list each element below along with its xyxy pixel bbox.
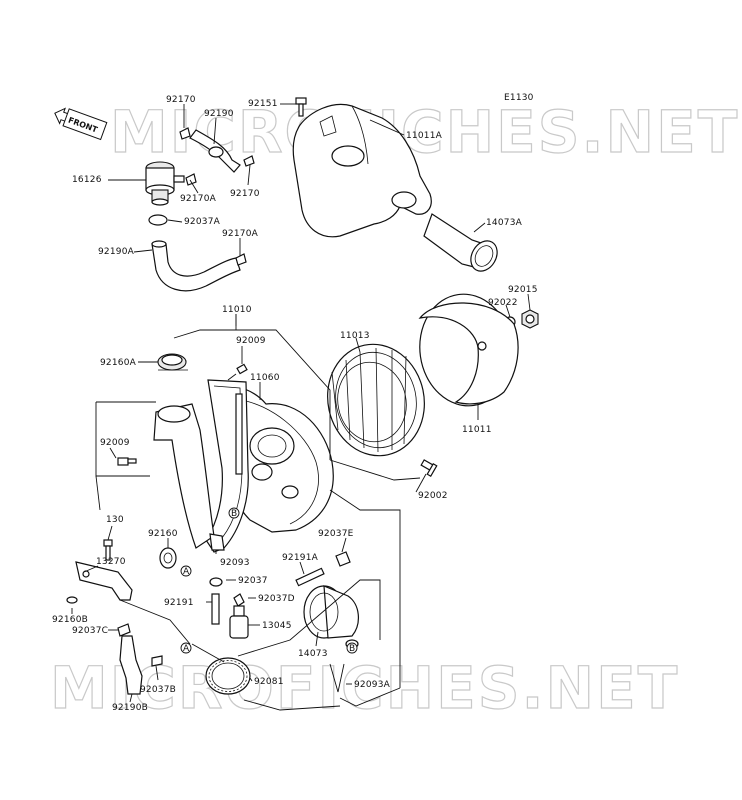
nut-92015	[521, 309, 539, 329]
clamp-92037b	[151, 655, 163, 667]
label-92022: 92022	[488, 298, 518, 308]
label-11013: 11013	[340, 331, 370, 341]
label-92160b: 92160B	[52, 615, 88, 625]
label-92191a: 92191A	[282, 553, 319, 563]
bottle-13045	[229, 605, 249, 639]
bracket-13270	[75, 561, 133, 601]
label-16126: 16126	[72, 175, 102, 185]
callout-a-1: A	[180, 565, 192, 577]
label-14073: 14073	[298, 649, 328, 659]
clamp-92170-mid	[243, 155, 255, 167]
svg-text:B: B	[231, 509, 237, 519]
label-92037c: 92037C	[72, 626, 108, 636]
clamp-92037c	[117, 623, 131, 637]
front-arrow-icon: FRONT	[54, 107, 108, 141]
label-92037e: 92037E	[318, 529, 354, 539]
label-92190a: 92190A	[98, 247, 135, 257]
label-11011: 11011	[462, 425, 492, 435]
label-92191: 92191	[164, 598, 194, 608]
clamp-92170a-1	[185, 173, 197, 186]
label-92170a-2: 92170A	[222, 229, 259, 239]
callout-b-2: B	[346, 642, 358, 654]
clamp-92037e	[335, 551, 351, 567]
cover-11011	[418, 293, 519, 407]
grommet-92160b	[66, 596, 78, 604]
tube-92191	[211, 593, 220, 625]
label-92009-left: 92009	[100, 438, 130, 448]
label-92170-mid: 92170	[230, 189, 260, 199]
bolt-92009-top	[227, 363, 248, 381]
label-92160: 92160	[148, 529, 178, 539]
clamp-92170a-2	[235, 253, 247, 266]
label-13270: 13270	[96, 557, 126, 567]
housing-cover-11011a	[292, 103, 432, 238]
label-92009-top: 92009	[236, 336, 266, 346]
label-92015: 92015	[508, 285, 538, 295]
tube-92191a	[295, 567, 325, 587]
label-92081: 92081	[254, 677, 284, 687]
bolt-92002	[420, 459, 438, 478]
hose-92190b	[119, 635, 143, 695]
label-14073a: 14073A	[486, 218, 523, 228]
label-92037a: 92037A	[184, 217, 221, 227]
label-92093: 92093	[220, 558, 250, 568]
label-92093a: 92093A	[354, 680, 391, 690]
clamp-92037d	[233, 593, 245, 607]
bolt-92151	[295, 97, 307, 117]
label-92160a: 92160A	[100, 358, 137, 368]
label-130: 130	[106, 515, 124, 525]
label-92190b: 92190B	[112, 703, 148, 713]
intake-arm	[153, 353, 215, 549]
label-92037d: 92037D	[258, 594, 295, 604]
diagram-code: E1130	[504, 93, 534, 103]
label-92002: 92002	[418, 491, 448, 501]
label-11010: 11010	[222, 305, 252, 315]
callout-b-1: B	[228, 507, 240, 519]
label-92170a-1: 92170A	[180, 194, 217, 204]
label-11011a: 11011A	[406, 131, 443, 141]
clamp-92037a	[148, 214, 168, 226]
hose-92190a	[151, 240, 241, 292]
grommet-92160	[159, 547, 177, 569]
label-92037b: 92037B	[140, 685, 176, 695]
leader-lines	[71, 103, 531, 703]
callout-a-2: A	[180, 642, 192, 654]
label-92037: 92037	[238, 576, 268, 586]
bolt-92009-left	[117, 457, 137, 466]
hose-92190	[189, 129, 241, 173]
assembly-frame-lines	[95, 314, 421, 711]
clamp-92037	[209, 577, 223, 587]
svg-text:B: B	[349, 644, 355, 654]
svg-text:A: A	[183, 567, 190, 577]
svg-text:A: A	[183, 644, 190, 654]
duct-14073a	[423, 213, 498, 272]
label-92170-top: 92170	[166, 95, 196, 105]
duct-14073	[303, 585, 359, 639]
clamp-92093	[209, 533, 225, 551]
valve-16126	[145, 161, 185, 206]
label-13045: 13045	[262, 621, 292, 631]
ring-92081	[205, 657, 251, 695]
clip-92093a	[329, 663, 345, 693]
label-92151: 92151	[248, 99, 278, 109]
part-labels: 92170 92190 92151 11011A 16126 92170A 92…	[52, 95, 538, 713]
label-92190: 92190	[204, 109, 234, 119]
label-11060: 11060	[250, 373, 280, 383]
clamp-92170-top	[179, 127, 191, 140]
filter-element-11013	[327, 343, 425, 457]
